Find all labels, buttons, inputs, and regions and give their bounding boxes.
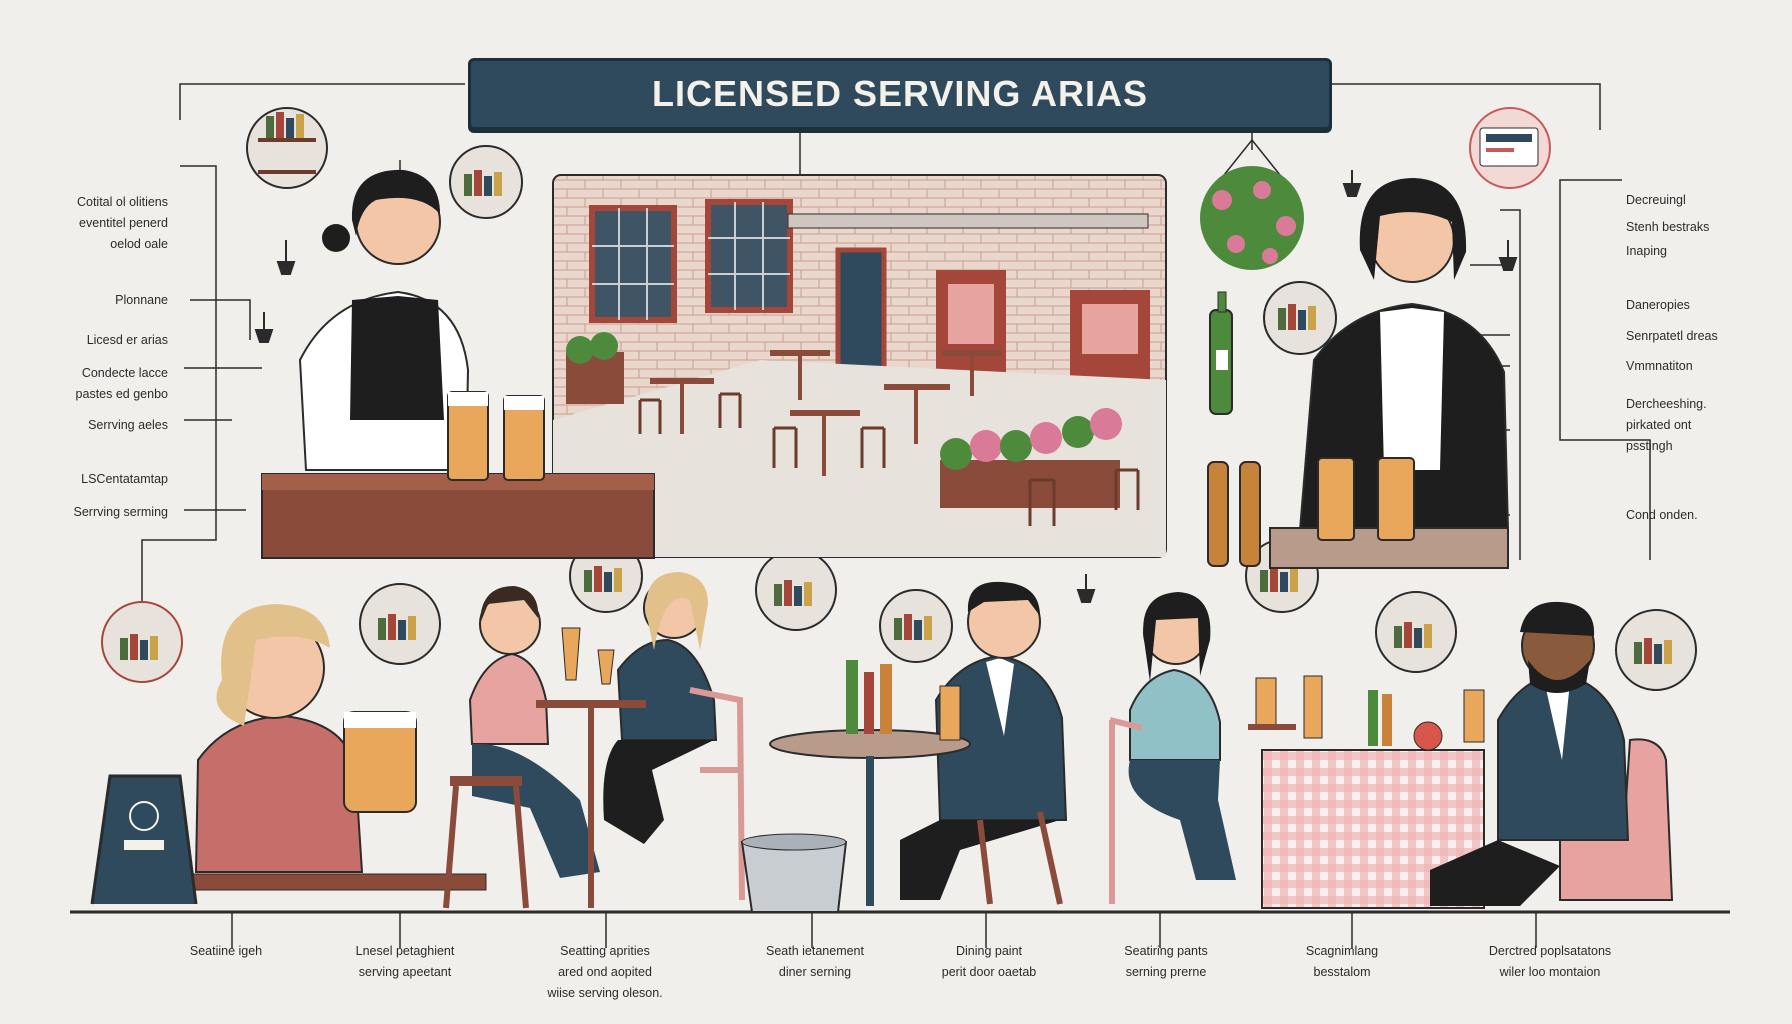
bottle-shelf-icon — [449, 145, 523, 219]
bottom-label: ared ond aopited — [558, 965, 652, 979]
right-label: Dercheeshing. — [1626, 397, 1707, 411]
licence-card-icon — [1469, 107, 1551, 189]
bottom-label: diner serning — [778, 965, 852, 979]
bottle-shelf-icon — [755, 549, 837, 631]
patrons-high-table — [443, 572, 745, 909]
right-label: Inaping — [1626, 244, 1668, 258]
bottom-label: Seatiine igeh — [189, 944, 263, 958]
left-label: LSCentatamtap — [81, 472, 168, 486]
left-label: oelod oale — [110, 237, 168, 251]
bottle-shelf-icon — [1375, 591, 1457, 673]
courtyard-scene — [552, 174, 1167, 558]
hanging-basket-icon — [1200, 139, 1304, 270]
left-label: Serrving aeles — [88, 418, 168, 432]
page-title: LICENSED SERVING ARIAS — [651, 73, 1149, 114]
bottle-shelf-icon — [359, 583, 441, 665]
left-label: Serrving serming — [73, 505, 168, 519]
bartender-right — [1207, 178, 1510, 569]
sandwich-board-sign — [90, 774, 198, 905]
bottle-shelf-icon — [101, 601, 183, 683]
bottom-label: perit door oaetab — [941, 965, 1037, 979]
bottle-shelf-icon — [879, 589, 953, 663]
patron-man-round-table — [769, 581, 1068, 906]
right-label: Cond onden. — [1626, 508, 1698, 522]
patron-woman-beer — [189, 604, 487, 891]
right-label: Vmmnatiton — [1626, 359, 1693, 373]
bottom-label: Seath ietanement — [766, 944, 864, 958]
patron-woman-toast — [1109, 592, 1296, 904]
right-label: psstingh — [1626, 439, 1673, 453]
patron-man-booth — [1261, 601, 1674, 909]
left-label: pastes ed genbo — [75, 387, 168, 401]
title-banner: LICENSED SERVING ARIAS — [468, 58, 1332, 130]
ice-bucket-icon — [740, 833, 848, 913]
right-label: Decreuingl — [1626, 193, 1686, 207]
bottle-shelf-icon — [246, 107, 328, 189]
left-label: Licesd er arias — [86, 333, 168, 347]
left-label: Condecte lacce — [81, 366, 168, 380]
bottom-label: Seatiring pants — [1124, 944, 1208, 958]
right-label: pirkated ont — [1626, 418, 1692, 432]
bottom-label: Scagnimlang — [1305, 944, 1379, 958]
bottom-label: serning prerne — [1125, 965, 1207, 979]
bottom-label: Dining paint — [955, 944, 1023, 958]
bottom-label: Seatting aprities — [560, 944, 650, 958]
bottom-label: wiler loo montaion — [1499, 965, 1601, 979]
right-label: Stenh bestraks — [1626, 220, 1710, 234]
left-label: Cotital ol olitiens — [76, 195, 168, 209]
bartender-left — [261, 169, 655, 559]
bottle-shelf-icon — [1615, 609, 1697, 691]
bottle-shelf-icon — [1263, 281, 1337, 355]
pendant-lamp-icon — [254, 170, 1518, 603]
left-label: Plonnane — [115, 293, 168, 307]
bottom-label: wiise serving oleson. — [547, 986, 663, 1000]
bottom-label: Derctred poplsatatons — [1488, 944, 1612, 958]
bottom-label: Lnesel petaghient — [355, 944, 455, 958]
bottom-label: serving apeetant — [358, 965, 452, 979]
right-label: Daneropies — [1626, 298, 1690, 312]
bottom-label: besstalom — [1313, 965, 1371, 979]
right-label: Senrpatetl dreas — [1626, 329, 1718, 343]
left-label: eventitel penerd — [79, 216, 168, 230]
